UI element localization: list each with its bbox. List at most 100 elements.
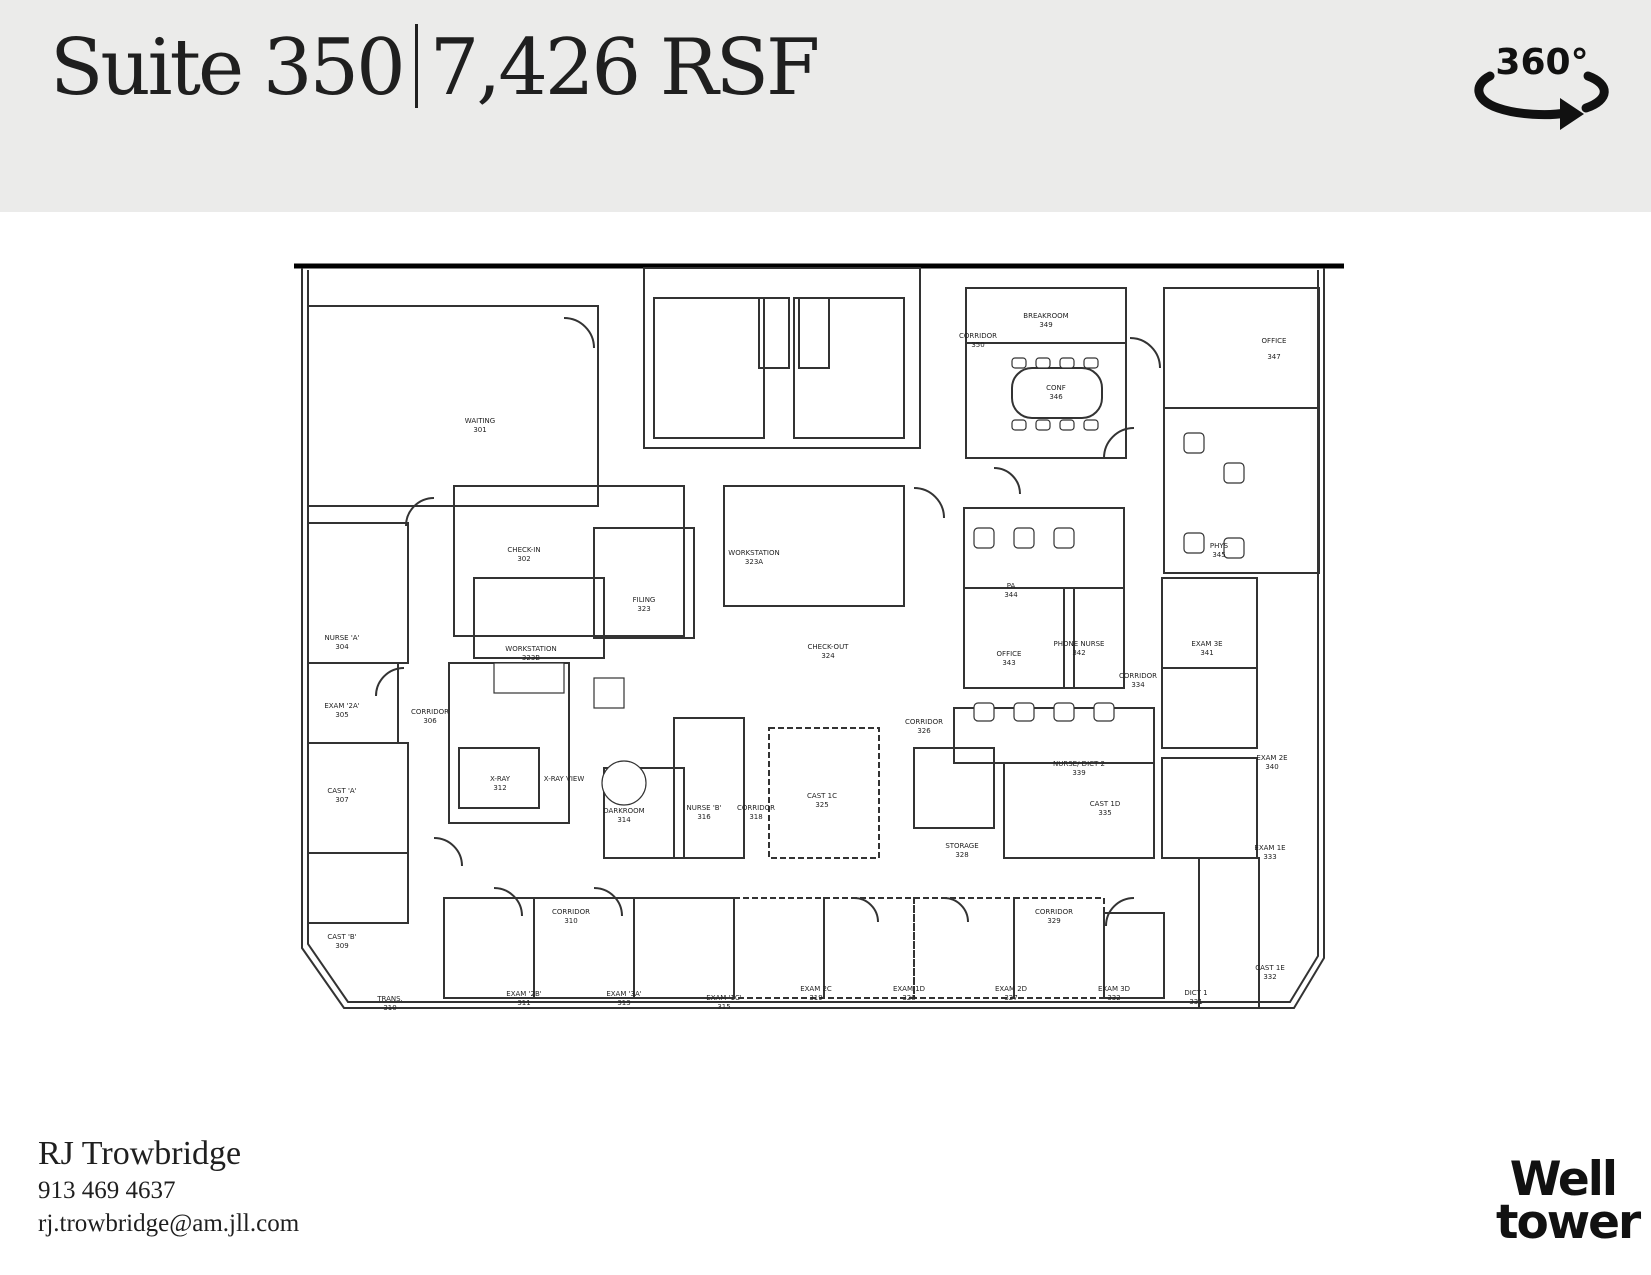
room-number: 332 (1107, 994, 1120, 1002)
room-name: WORKSTATION (505, 645, 556, 653)
room-name: X-RAY (490, 775, 511, 783)
room-name: CORRIDOR (552, 908, 590, 916)
room-name: CAST 1C (807, 792, 837, 800)
room-number: 312 (493, 784, 506, 792)
room-name: EXAM '2B' (506, 990, 541, 998)
room-number: 333 (1263, 853, 1276, 861)
room-name: EXAM 2C (800, 985, 832, 993)
room-number: 324 (821, 652, 835, 660)
room-number: 341 (1200, 649, 1213, 657)
room-name: EXAM 2D (995, 985, 1027, 993)
room-name: CONF (1046, 384, 1066, 392)
room-number: 349 (1039, 321, 1052, 329)
room-name: NURSE 'B' (687, 804, 722, 812)
room-name: EXAM 3D (1098, 985, 1130, 993)
room-number: 313 (617, 999, 630, 1007)
room-name: FILING (633, 596, 656, 604)
room-name: BREAKROOM (1023, 312, 1068, 320)
suite-label: Suite 350 (50, 23, 406, 113)
room-name: NURSE/ DICT 2 (1053, 760, 1105, 768)
room-name: CORRIDOR (737, 804, 775, 812)
room-name: PHYS (1210, 542, 1229, 550)
room-number: 329 (1047, 917, 1060, 925)
welltower-logo: Well tower (1496, 1152, 1641, 1250)
room-name: X-RAY VIEW (544, 775, 585, 783)
contact-name: RJ Trowbridge (38, 1135, 242, 1172)
room-name: WAITING (465, 417, 495, 425)
room-name: DARKROOM (603, 807, 644, 815)
room-number: 323A (745, 558, 763, 566)
plan-furniture (493, 357, 1245, 806)
room-name: CAST 1E (1255, 964, 1285, 972)
room-number: 332 (1263, 973, 1276, 981)
room-number: 342 (1072, 649, 1085, 657)
logo-line-1: Well (1509, 1152, 1618, 1207)
contact-email[interactable]: rj.trowbridge@am.jll.com (38, 1210, 300, 1237)
room-number: 323B (522, 654, 540, 662)
room-number: 323 (637, 605, 650, 613)
room-number: 340 (1265, 763, 1278, 771)
room-number: 306 (423, 717, 437, 725)
plan-walls (294, 263, 1344, 1009)
room-name: CAST 1D (1090, 800, 1120, 808)
room-number: 309 (335, 942, 348, 950)
floor-plan: BREAKROOM 349 CORRIDOR 350 OFFICE 347 CO… (294, 263, 1344, 1012)
room-number: 302 (517, 555, 530, 563)
room-number: 307 (335, 796, 348, 804)
room-name: EXAM '3A' (606, 990, 641, 998)
room-number: 310 (383, 1004, 396, 1012)
room-number: 315 (717, 1003, 730, 1011)
room-number: 316 (697, 813, 711, 821)
room-name: CORRIDOR (1119, 672, 1157, 680)
room-number: 305 (335, 711, 348, 719)
room-number: 326 (917, 727, 931, 735)
room-name: EXAM 1D (893, 985, 925, 993)
room-name: PHONE NURSE (1054, 640, 1105, 648)
room-number: 304 (335, 643, 349, 651)
room-name: EXAM '1C' (706, 994, 742, 1002)
room-name: CORRIDOR (905, 718, 943, 726)
area-label: 7,426 RSF (429, 23, 820, 113)
room-name: PA (1007, 582, 1016, 590)
room-number: 346 (1049, 393, 1063, 401)
room-number: 325 (815, 801, 828, 809)
room-number: 334 (1131, 681, 1145, 689)
room-number: 335 (1098, 809, 1111, 817)
room-name: CHECK-IN (507, 546, 540, 554)
header-band: Suite 350 7,426 RSF 360° (0, 0, 1651, 212)
room-name: STORAGE (945, 842, 978, 850)
room-name: OFFICE (997, 650, 1022, 658)
page-title: Suite 350 7,426 RSF (50, 22, 820, 116)
title-divider (414, 24, 418, 108)
room-number: 301 (473, 426, 486, 434)
room-name: EXAM 3E (1191, 640, 1222, 648)
room-name: CAST 'A' (327, 787, 356, 795)
room-number: 314 (617, 816, 631, 824)
room-name: TRANS. (376, 995, 403, 1003)
contact-phone[interactable]: 913 469 4637 (38, 1177, 176, 1204)
room-name: CORRIDOR (959, 332, 997, 340)
logo-line-2: tower (1496, 1195, 1641, 1250)
room-number: 343 (1002, 659, 1015, 667)
room-name: CORRIDOR (1035, 908, 1073, 916)
room-number: 347 (1267, 353, 1280, 361)
room-number: 328 (955, 851, 968, 859)
room-name: EXAM '2A' (324, 702, 359, 710)
virtual-tour-button[interactable]: 360° (1468, 38, 1616, 134)
room-number: 319 (809, 994, 822, 1002)
room-number: 320 (902, 994, 915, 1002)
room-name: NURSE 'A' (325, 634, 360, 642)
room-number: 339 (1072, 769, 1085, 777)
room-name: DICT 1 (1184, 989, 1207, 997)
room-name: EXAM 2E (1256, 754, 1287, 762)
room-number: 350 (971, 341, 984, 349)
room-number: 344 (1004, 591, 1018, 599)
room-name: EXAM 1E (1254, 844, 1285, 852)
room-labels: BREAKROOM 349 CORRIDOR 350 OFFICE 347 CO… (324, 312, 1287, 1012)
room-number: 331 (1189, 998, 1202, 1006)
room-name: CORRIDOR (411, 708, 449, 716)
room-name: OFFICE (1262, 337, 1287, 345)
room-number: 345 (1212, 551, 1225, 559)
rotate-360-icon: 360° (1474, 42, 1609, 130)
room-number: 327 (1004, 994, 1017, 1002)
